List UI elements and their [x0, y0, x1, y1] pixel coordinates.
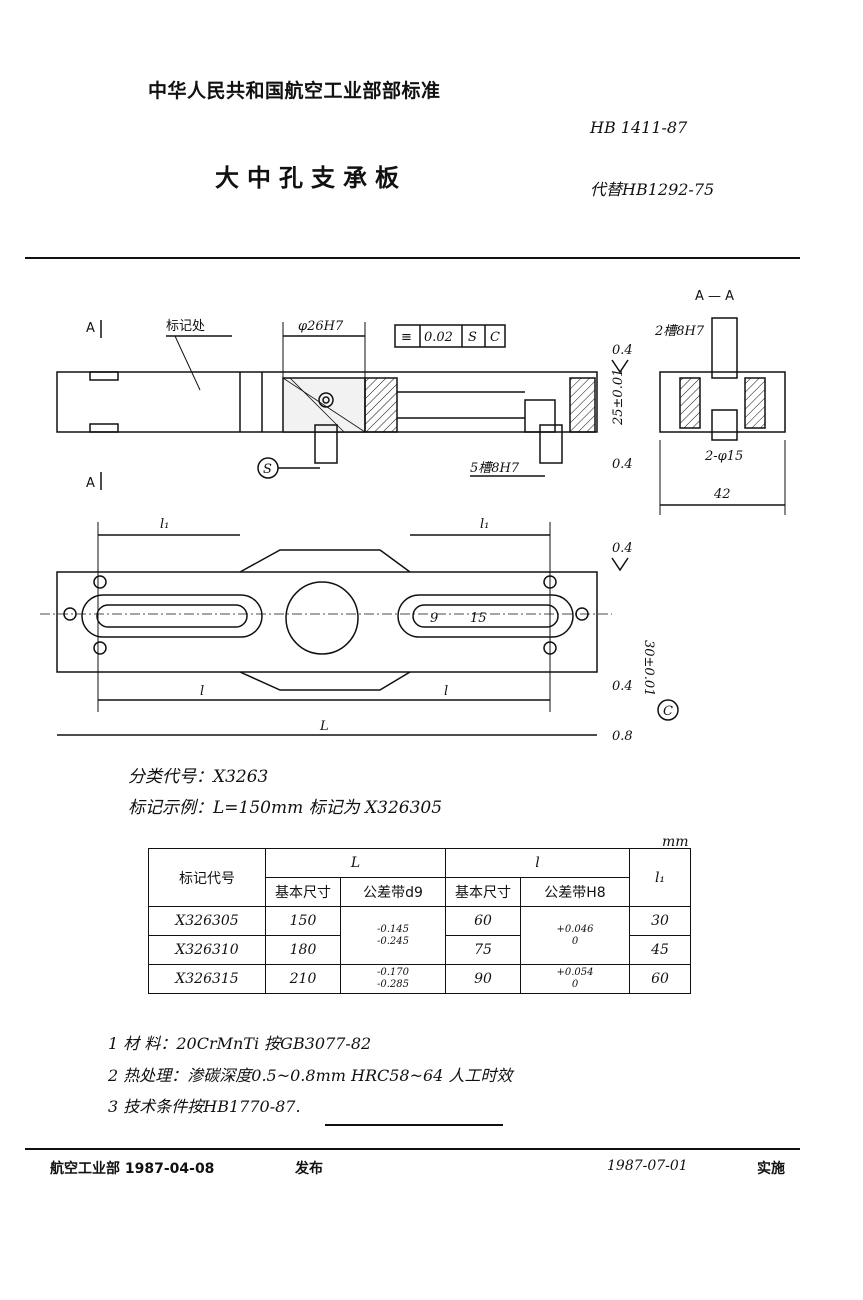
document-number: HB 1411-87: [590, 118, 688, 137]
spec-table: 标记代号 L l l₁ 基本尺寸 公差带d9 基本尺寸 公差带H8 X32630…: [148, 848, 691, 994]
svg-text:S: S: [263, 462, 272, 477]
bore-dimension: φ26H7: [298, 319, 344, 334]
geometric-tolerance-frame: ≡ 0.02 S C: [394, 324, 506, 348]
sub-basic-l: 基本尺寸: [445, 877, 521, 907]
note-material: 1 材 料：20CrMnTi 按GB3077-82: [108, 1034, 372, 1053]
svg-text:C: C: [490, 330, 500, 345]
section-view: [659, 317, 786, 441]
table-row: X326310 180 75 45: [148, 935, 691, 965]
height-25-dimension: 25±0.01: [611, 369, 626, 426]
roughness-top-view-bottom: 0.4: [612, 679, 633, 694]
section-label: A — A: [695, 289, 734, 304]
classification-code: 分类代号：X3263: [128, 767, 269, 787]
marking-example: 标记示例：L=150mm 标记为 X326305: [128, 798, 443, 818]
dim-L: L: [319, 719, 329, 734]
note-heat-treatment: 2 热处理：渗碳深度0.5~0.8mm HRC58~64 人工时效: [108, 1066, 513, 1085]
issued-label: 发布: [295, 1161, 323, 1177]
note-technical-conditions: 3 技术条件按HB1770-87.: [108, 1097, 301, 1116]
col-l-header: l: [445, 848, 630, 878]
standard-organization: 中华人民共和国航空工业部部标准: [148, 80, 441, 102]
dim-l1-left: l₁: [160, 517, 169, 532]
dim-l1-right: l₁: [480, 517, 489, 532]
svg-text:C: C: [663, 704, 673, 719]
effective-date: 1987-07-01: [607, 1158, 688, 1174]
dim-l-left: l: [200, 684, 204, 699]
page-title: 大中孔支承板: [215, 164, 407, 192]
svg-text:0.02: 0.02: [424, 330, 453, 345]
footer-rule: [25, 1148, 800, 1150]
roughness-bottom: 0.4: [612, 457, 633, 472]
table-unit: mm: [662, 834, 689, 850]
dim-l-right: l: [444, 684, 448, 699]
roughness-top: 0.4: [612, 343, 633, 358]
svg-text:≡: ≡: [401, 330, 412, 345]
col-l1-header: l₁: [629, 848, 691, 907]
issuer-date: 航空工业部 1987-04-08: [50, 1161, 215, 1177]
datum-c-symbol: [657, 699, 679, 721]
front-view: [56, 371, 598, 464]
effective-label: 实施: [757, 1161, 785, 1177]
slot-5-label: 5槽8H7: [470, 461, 520, 476]
header-rule: [25, 257, 800, 259]
sub-basic-L: 基本尺寸: [265, 877, 341, 907]
col-L-header: L: [265, 848, 446, 878]
top-view: [40, 549, 612, 691]
holes-label: 2-φ15: [704, 449, 743, 464]
technical-drawing: A A A — A 标记处 φ26H7 ≡: [40, 289, 786, 744]
roughness-08: 0.8: [612, 729, 633, 744]
view-mark-bottom: A: [86, 476, 95, 491]
slot-2-label: 2槽8H7: [654, 324, 705, 339]
end-rule: [325, 1124, 503, 1126]
width-42-dimension: 42: [713, 487, 731, 502]
sub-tol-h8: 公差带H8: [520, 877, 630, 907]
sub-tol-d9: 公差带d9: [340, 877, 446, 907]
col-code-header: 标记代号: [148, 848, 266, 907]
replaces-standard: 代替HB1292-75: [590, 180, 715, 199]
roughness-top-view: 0.4: [612, 541, 633, 556]
svg-text:S: S: [468, 330, 477, 345]
height-30-dimension: 30±0.01: [641, 640, 656, 696]
marking-area-label: 标记处: [166, 319, 205, 334]
slot-15-label: 15: [470, 611, 487, 626]
slot-9-label: 9: [430, 611, 438, 626]
view-mark-top: A: [86, 321, 95, 336]
